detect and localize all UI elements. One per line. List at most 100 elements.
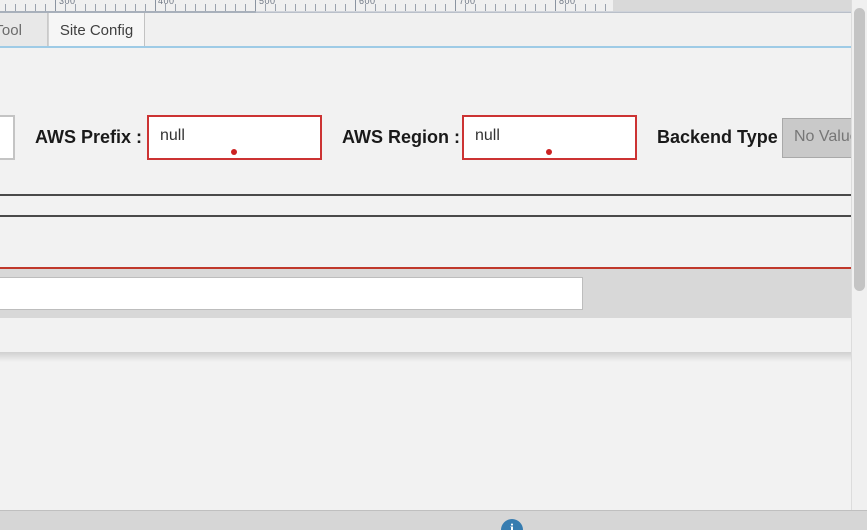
ruler-minor-tick [175,4,176,11]
backend-type-label: Backend Type : [657,127,789,147]
ruler-minor-tick [505,4,506,11]
ruler-minor-tick [315,4,316,11]
aws-prefix-input[interactable]: null [147,115,322,160]
ruler-minor-tick [115,4,116,11]
aws-prefix-error-marker-icon [231,149,237,155]
ruler-minor-tick [205,4,206,11]
backend-type-input-value: No Value [794,128,852,145]
ruler-minor-tick [225,4,226,11]
ruler-minor-tick [65,4,66,11]
ruler-major-tick [55,0,56,11]
horizontal-ruler: 300 400 500 600 700 800 [0,0,867,13]
ruler-minor-tick [475,4,476,11]
ruler-minor-tick [595,4,596,11]
ruler-minor-tick [105,4,106,11]
ruler-minor-tick [525,4,526,11]
ruler-minor-tick [125,4,126,11]
aws-region-error-marker-icon [546,149,552,155]
info-icon-glyph: i [510,522,514,530]
ruler-baseline [256,11,852,12]
aws-region-label: AWS Region : [342,127,460,147]
ruler-minor-tick [45,4,46,11]
ruler-minor-tick [515,4,516,11]
left-partial-input[interactable] [0,115,15,160]
ruler-minor-tick [245,4,246,11]
band-bottom-border [0,317,852,318]
workspace-backdrop [0,352,867,510]
ruler-minor-tick [465,4,466,11]
site-config-panel: AWS Prefix : null AWS Region : null Back… [0,48,852,352]
ruler-minor-tick [405,4,406,11]
ruler-major-tick [355,0,356,11]
ruler-major-tick [555,0,556,11]
ruler-minor-tick [325,4,326,11]
ruler-minor-tick [215,4,216,11]
ruler-minor-tick [335,4,336,11]
panel-drop-shadow [0,352,852,362]
section-divider-upper [0,194,852,196]
ruler-measured-band [0,0,613,11]
ruler-minor-tick [585,4,586,11]
ruler-label: 800 [559,0,576,6]
ruler-label: 600 [359,0,376,6]
ruler-label: 500 [259,0,276,6]
ruler-minor-tick [435,4,436,11]
ruler-minor-tick [305,4,306,11]
info-icon[interactable]: i [501,519,523,530]
ruler-minor-tick [275,4,276,11]
ruler-minor-tick [75,4,76,11]
tab-deploy-tool[interactable]: y Tool [0,13,48,48]
ruler-minor-tick [25,4,26,11]
ruler-minor-tick [565,4,566,11]
config-form-row: AWS Prefix : null AWS Region : null Back… [0,48,852,195]
ruler-unmeasured-band [613,0,867,11]
wide-text-input[interactable] [0,277,583,310]
ruler-minor-tick [145,4,146,11]
ruler-minor-tick [375,4,376,11]
ruler-label: 300 [59,0,76,6]
ruler-minor-tick [385,4,386,11]
tab-strip: y Tool Site Config [0,13,852,48]
ruler-minor-tick [415,4,416,11]
tab-site-config-label: Site Config [59,22,134,39]
section-divider-lower [0,215,852,217]
ruler-minor-tick [345,4,346,11]
ruler-minor-tick [85,4,86,11]
aws-region-input-value: null [475,127,500,144]
ruler-minor-tick [285,4,286,11]
vertical-scrollbar-track[interactable] [851,0,867,512]
aws-prefix-label: AWS Prefix : [35,127,143,147]
ruler-minor-tick [135,4,136,11]
ruler-minor-tick [95,4,96,11]
ruler-minor-tick [425,4,426,11]
ruler-major-tick [155,0,156,11]
tab-deploy-tool-label: y Tool [0,22,22,39]
ruler-minor-tick [295,4,296,11]
ruler-major-tick [255,0,256,11]
ruler-minor-tick [185,4,186,11]
ruler-minor-tick [235,4,236,11]
ruler-minor-tick [365,4,366,11]
aws-prefix-input-value: null [160,127,185,144]
validation-divider [0,267,852,269]
ruler-minor-tick [195,4,196,11]
backend-type-input: No Value [782,118,852,158]
ruler-minor-tick [575,4,576,11]
ruler-minor-tick [605,4,606,11]
ruler-label: 700 [459,0,476,6]
ruler-minor-tick [545,4,546,11]
ruler-minor-tick [265,4,266,11]
ruler-minor-tick [485,4,486,11]
ruler-minor-tick [445,4,446,11]
ruler-minor-tick [35,4,36,11]
vertical-scrollbar-thumb[interactable] [854,8,865,291]
ruler-minor-tick [395,4,396,11]
ruler-minor-tick [495,4,496,11]
ruler-minor-tick [165,4,166,11]
ruler-minor-tick [535,4,536,11]
ruler-minor-tick [5,4,6,11]
ruler-label: 400 [158,0,175,6]
tab-site-config[interactable]: Site Config [48,13,145,48]
aws-region-input[interactable]: null [462,115,637,160]
ruler-major-tick [455,0,456,11]
